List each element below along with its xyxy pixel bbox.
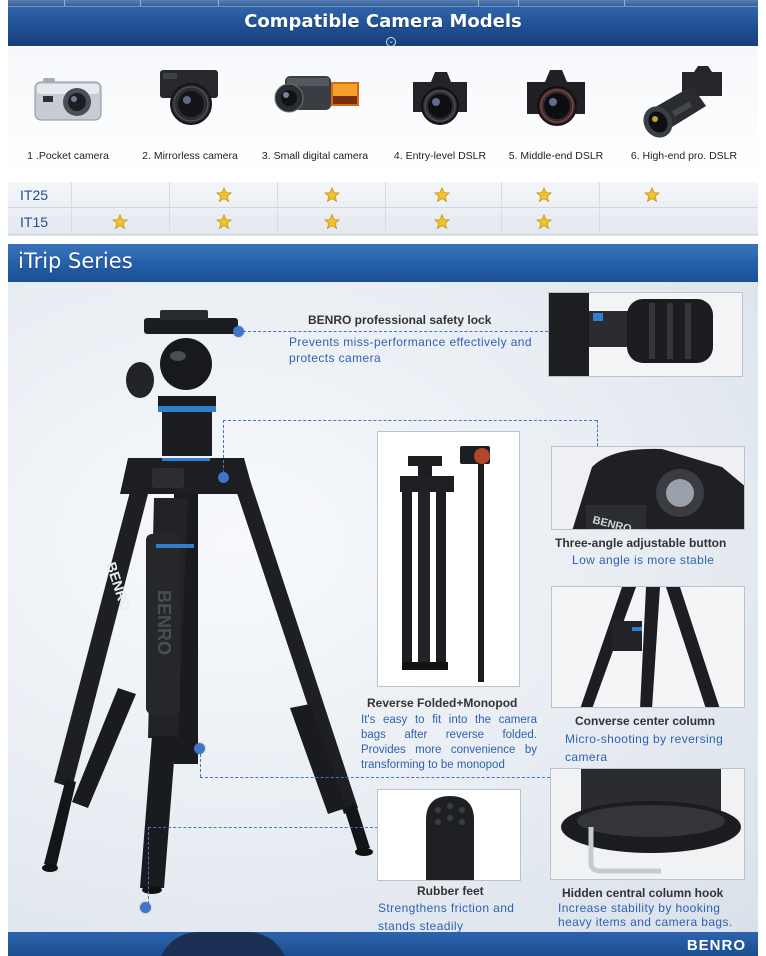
camera-label: 2. Mirrorless camera <box>142 150 238 162</box>
itrip-title: iTrip Series <box>18 249 133 273</box>
table-cell <box>386 182 502 208</box>
feature-desc: Prevents miss-performance effectively an… <box>289 335 532 365</box>
reverse-folded-photo <box>377 431 520 687</box>
brand-logo: BENRO <box>686 937 746 954</box>
compat-title: Compatible Camera Models <box>244 11 522 32</box>
callout-dot <box>194 743 205 754</box>
itrip-banner: iTrip Series <box>8 244 758 282</box>
table-cell <box>600 182 758 208</box>
compat-banner: Compatible Camera Models ⌄ <box>8 6 758 47</box>
hidden-hook-photo <box>550 768 745 880</box>
star-icon <box>216 187 232 203</box>
camera-models-row: 1 .Pocket camera 2. Mirrorless camera 3.… <box>8 46 758 180</box>
dslr-camera-icon <box>413 72 467 125</box>
camera-cell: 1 .Pocket camera <box>8 46 128 180</box>
feature-title: Three-angle adjustable button <box>555 536 727 550</box>
feature-title: BENRO professional safety lock <box>308 313 492 327</box>
table-row: IT25 <box>8 182 758 208</box>
star-icon <box>216 214 232 230</box>
camera-label: 1 .Pocket camera <box>27 150 109 162</box>
star-icon <box>112 214 128 230</box>
connector-line <box>200 749 201 777</box>
connector-line <box>597 420 598 446</box>
table-cell <box>278 209 386 235</box>
feature-desc: Increase stability by hooking heavy item… <box>558 901 733 929</box>
connector-line <box>200 777 550 778</box>
table-cell <box>72 209 170 235</box>
connector-line <box>238 331 548 332</box>
table-cell <box>278 182 386 208</box>
callout-dot <box>140 902 151 913</box>
camera-cell: 5. Middle-end DSLR <box>502 46 610 180</box>
connector-line <box>223 420 597 421</box>
person-image <box>158 932 288 956</box>
camera-cell: 4. Entry-level DSLR <box>378 46 502 180</box>
star-icon <box>536 187 552 203</box>
connector-line <box>148 827 149 909</box>
top-strip <box>8 0 758 8</box>
rubber-feet-photo <box>377 789 521 881</box>
feature-desc: Strengthens friction and stands steadily <box>378 901 515 933</box>
safety-lock-photo <box>548 292 743 377</box>
camera-cell: 2. Mirrorless camera <box>128 46 252 180</box>
callout-dot <box>218 472 229 483</box>
feature-title: Rubber feet <box>417 884 484 898</box>
dslr-camera-icon <box>527 70 585 126</box>
camera-label: 4. Entry-level DSLR <box>393 150 487 162</box>
pocket-camera-icon <box>34 78 102 121</box>
table-cell <box>502 182 600 208</box>
feature-desc: Low angle is more stable <box>572 553 715 567</box>
camcorder-icon <box>274 76 359 113</box>
feature-title: Hidden central column hook <box>562 886 724 900</box>
star-icon <box>324 187 340 203</box>
model-name: IT15 <box>8 209 72 235</box>
camera-label: 5. Middle-end DSLR <box>508 150 604 162</box>
star-icon <box>434 187 450 203</box>
tripod-illustration: BENRO BENRO <box>42 310 373 894</box>
table-cell <box>386 209 502 235</box>
table-cell <box>502 209 600 235</box>
table-cell <box>170 209 278 235</box>
model-name: IT25 <box>8 182 72 208</box>
table-cell <box>600 209 758 235</box>
connector-line <box>148 827 378 828</box>
bottom-strip: BENRO <box>8 932 758 956</box>
camera-label: 3. Small digital camera <box>261 150 369 162</box>
feature-title: Reverse Folded+Monopod <box>367 696 518 710</box>
camera-cell: 6. High-end pro. DSLR <box>610 46 758 180</box>
feature-title: Converse center column <box>575 714 716 728</box>
three-angle-photo: BENRO <box>551 446 745 530</box>
camera-label: 6. High-end pro. DSLR <box>630 150 738 162</box>
callout-dot <box>233 326 244 337</box>
star-icon <box>644 187 660 203</box>
mirrorless-camera-icon <box>160 70 218 125</box>
connector-line <box>223 420 224 478</box>
converse-column-photo <box>551 586 745 708</box>
table-cell <box>72 182 170 208</box>
feature-desc: Micro-shooting by reversing camera <box>565 732 724 764</box>
star-icon <box>536 214 552 230</box>
star-icon <box>434 214 450 230</box>
tripod-brand-text: BENRO <box>154 590 174 655</box>
table-cell <box>170 182 278 208</box>
star-icon <box>324 214 340 230</box>
table-row: IT15 <box>8 209 758 235</box>
itrip-feature-panel: BENRO BENRO BENRO professional safety lo… <box>8 282 758 933</box>
camera-cell: 3. Small digital camera <box>252 46 378 180</box>
compat-table: IT25 IT15 <box>8 182 758 236</box>
telephoto-camera-icon <box>643 66 722 138</box>
feature-desc: It's easy to fit into the camera bags af… <box>361 714 537 771</box>
